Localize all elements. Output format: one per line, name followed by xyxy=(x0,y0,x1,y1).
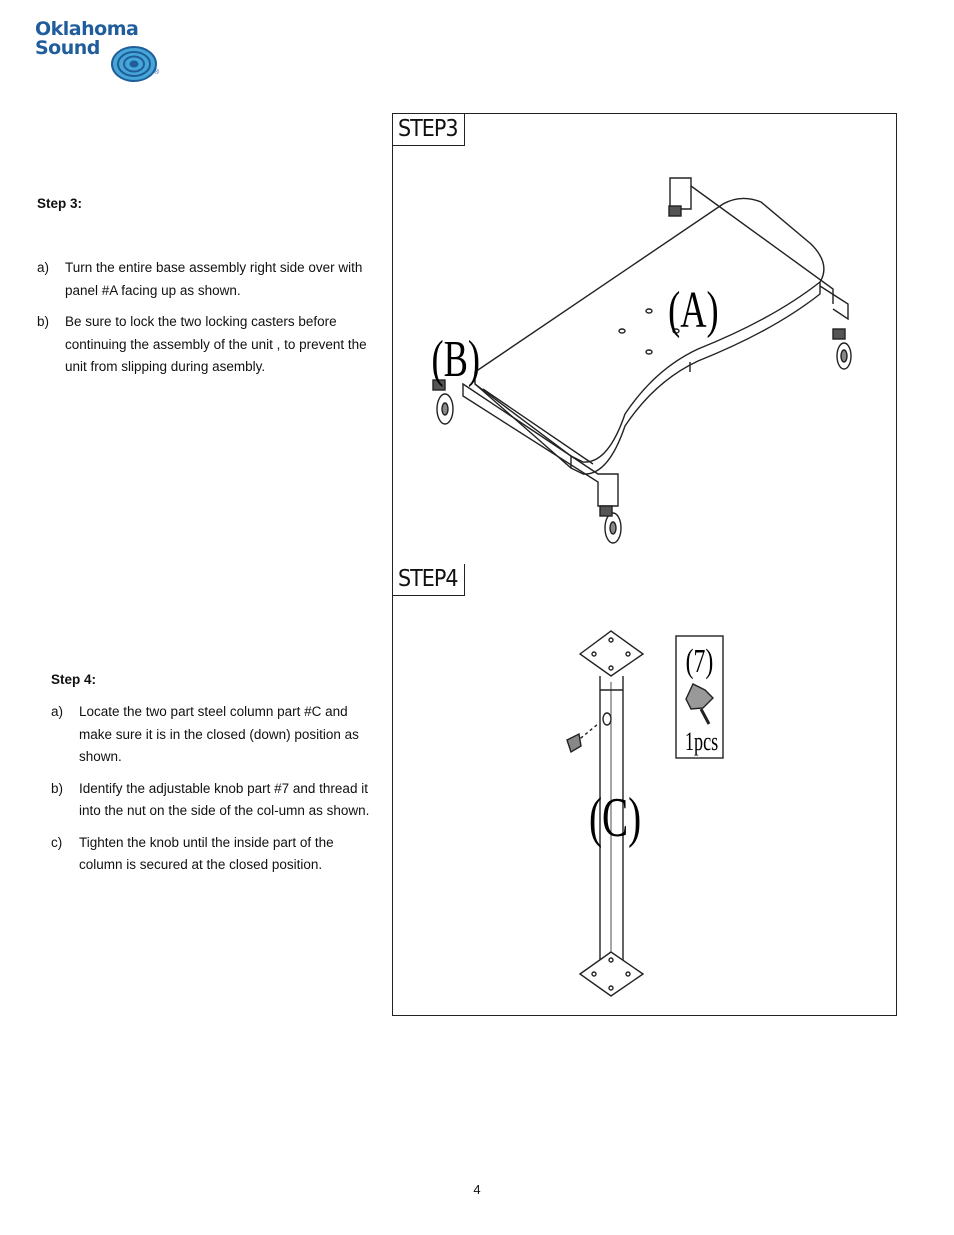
oklahoma-sound-logo: Oklahoma Sound ® xyxy=(30,20,165,85)
logo-wordmark: Oklahoma Sound xyxy=(35,18,139,59)
registered-mark: ® xyxy=(154,69,160,76)
page-number: 4 xyxy=(473,1182,481,1197)
step4-figure-label: STEP4 xyxy=(393,564,465,596)
step4-figure: STEP4 (7) 1pcs (C) xyxy=(392,564,897,1016)
step3-figure-label: STEP3 xyxy=(393,114,465,146)
sound-waves-icon xyxy=(111,46,157,82)
step3-heading: Step 3: xyxy=(37,196,83,211)
part-7-label: (7) xyxy=(686,643,714,680)
caster-wheels xyxy=(432,205,852,544)
part-7-quantity: 1pcs xyxy=(685,727,718,756)
part-a-label: (A) xyxy=(668,281,719,339)
list-item: b) Be sure to lock the two locking caste… xyxy=(37,314,367,374)
part-b-label: (B) xyxy=(432,330,481,388)
base-assembly-illustration: (A) (B) xyxy=(432,177,852,544)
step4-list: a) Locate the two part steel column part… xyxy=(51,701,371,886)
step4-heading: Step 4: xyxy=(51,672,97,687)
column-illustration: (7) 1pcs (C) xyxy=(566,630,724,997)
step3-figure: STEP3 xyxy=(392,113,897,566)
step3-list: a) Turn the entire base assembly right s… xyxy=(37,257,387,388)
part-c-label: (C) xyxy=(589,787,641,848)
list-item: a) Turn the entire base assembly right s… xyxy=(37,260,363,298)
list-item: b) Identify the adjustable knob part #7 … xyxy=(51,780,370,819)
list-item: a) Locate the two part steel column part… xyxy=(51,704,359,764)
list-item: c) Tighten the knob until the inside par… xyxy=(51,834,334,873)
